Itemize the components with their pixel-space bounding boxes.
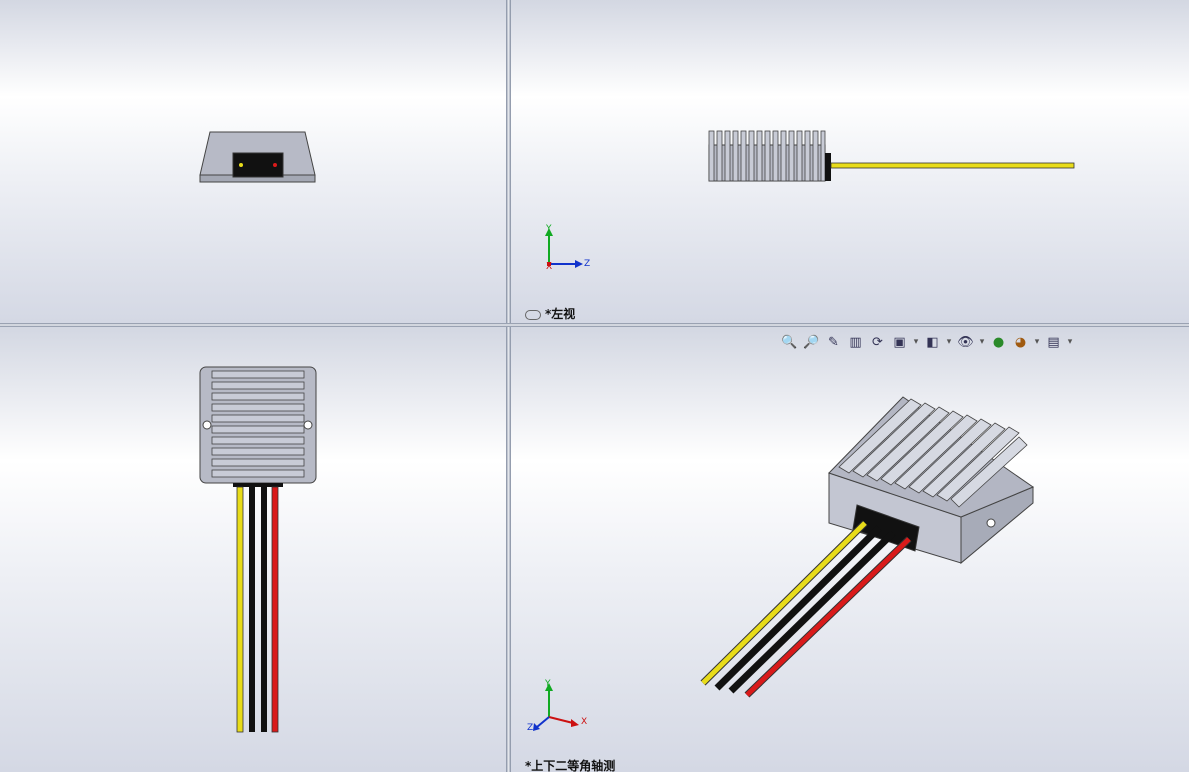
viewport-front[interactable]	[0, 0, 506, 323]
section-view-icon[interactable]: ▥	[849, 334, 862, 350]
zoom-to-area-icon[interactable]: 🔎	[803, 334, 820, 350]
dynamic-annotation-icon[interactable]: ⟳	[872, 334, 883, 350]
apply-scene-dropdown[interactable]: ▾	[1034, 337, 1040, 347]
previous-view-icon[interactable]: ✎	[828, 334, 839, 350]
viewport-left-view[interactable]: Y Z X *左视	[511, 0, 1189, 323]
triad-z-label: Z	[527, 723, 534, 733]
viewport-splitter-vertical[interactable]	[506, 0, 511, 772]
edit-appearance-icon[interactable]: ●	[992, 334, 1005, 350]
viewport-splitter-horizontal[interactable]	[0, 323, 1189, 327]
coordinate-triad: Y Z X	[537, 224, 597, 274]
triad-y-label: Y	[545, 679, 551, 689]
display-style-dropdown[interactable]: ▾	[946, 337, 952, 347]
model-top-view[interactable]	[0, 327, 506, 772]
view-settings-icon[interactable]: ▤	[1047, 334, 1060, 350]
viewport-isometric[interactable]: 🔍 🔎 ✎ ▥ ⟳ ▣ ▾ ◧ ▾ 👁 ▾ ● ◕ ▾ ▤ ▾	[511, 327, 1189, 772]
coordinate-triad-iso: Y X Z	[525, 679, 595, 733]
display-style-icon[interactable]: ◧	[926, 334, 939, 350]
triad-x-label: X	[581, 717, 588, 727]
model-left-view[interactable]	[511, 0, 1189, 323]
triad-y-label: Y	[546, 224, 552, 234]
hide-show-items-icon[interactable]: 👁	[957, 334, 974, 350]
apply-scene-icon[interactable]: ◕	[1014, 334, 1027, 350]
triad-x-label: X	[546, 262, 553, 272]
viewport-top-view[interactable]	[0, 327, 506, 772]
heads-up-view-toolbar: 🔍 🔎 ✎ ▥ ⟳ ▣ ▾ ◧ ▾ 👁 ▾ ● ◕ ▾ ▤ ▾	[780, 332, 1074, 352]
triad-z-label: Z	[584, 259, 591, 269]
view-orientation-dropdown[interactable]: ▾	[913, 337, 919, 347]
link-views-icon	[525, 309, 541, 320]
view-name-label: *左视	[525, 305, 575, 322]
view-name-label: *上下二等角轴测	[525, 759, 616, 772]
zoom-to-fit-icon[interactable]: 🔍	[781, 334, 798, 350]
view-settings-dropdown[interactable]: ▾	[1067, 337, 1073, 347]
model-front-view[interactable]	[0, 0, 506, 323]
view-orientation-icon[interactable]: ▣	[893, 334, 906, 350]
hide-show-dropdown[interactable]: ▾	[979, 337, 985, 347]
model-isometric-view[interactable]	[511, 327, 1189, 772]
